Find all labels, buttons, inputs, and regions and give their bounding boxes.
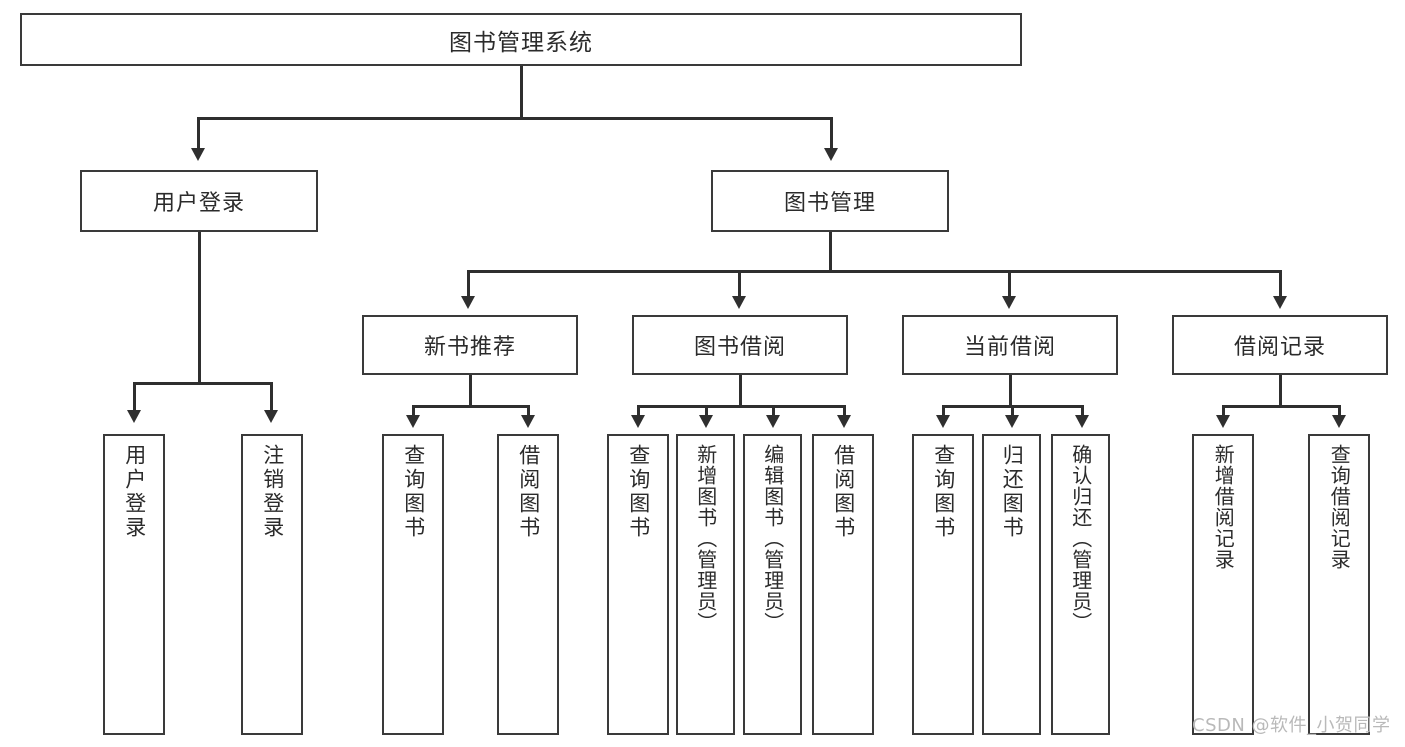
node-root-system[interactable]: 图书管理系统 [20, 13, 1022, 66]
leaf-label: 查询借阅记录 [1327, 444, 1352, 570]
node-user-login[interactable]: 用户登录 [80, 170, 318, 232]
node-new-book-recommend[interactable]: 新书推荐 [362, 315, 578, 375]
arrowhead-user-login [191, 148, 205, 161]
leaf-bb-edit-book[interactable]: 编辑图书（管理员） [743, 434, 802, 735]
arrowhead-cb-confirm-return [1075, 415, 1089, 428]
connector-root-bus [197, 117, 832, 120]
leaf-label: 注销登录 [260, 444, 285, 540]
arrowhead-leaf-user-login [127, 410, 141, 423]
arrowhead-current-borrow [1002, 296, 1016, 309]
leaf-label: 用户登录 [122, 444, 147, 540]
node-book-borrow[interactable]: 图书借阅 [632, 315, 848, 375]
node-book-manage[interactable]: 图书管理 [711, 170, 949, 232]
connector-user-login-bus [133, 382, 270, 385]
leaf-label: 新增借阅记录 [1211, 444, 1236, 570]
arrowhead-nb-query-book [406, 415, 420, 428]
connector-level2-drop-2 [738, 270, 741, 298]
connector-new-book-stem [469, 375, 472, 407]
connector-bb-drop-3 [772, 405, 775, 417]
connector-root-to-book-manage [830, 117, 833, 150]
leaf-cb-query-book[interactable]: 查询图书 [912, 434, 974, 735]
connector-user-login-drop-1 [133, 382, 136, 412]
leaf-label: 查询图书 [401, 444, 426, 540]
arrowhead-cb-query-book [936, 415, 950, 428]
arrowhead-br-add-record [1216, 415, 1230, 428]
arrowhead-bb-borrow-book [837, 415, 851, 428]
connector-book-borrow-bus [637, 405, 844, 408]
connector-level2-bus [467, 270, 1280, 273]
arrowhead-br-query-record [1332, 415, 1346, 428]
node-label: 图书管理系统 [449, 29, 593, 56]
node-label: 图书管理 [783, 191, 876, 216]
connector-level2-drop-3 [1008, 270, 1011, 298]
connector-user-login-drop-2 [270, 382, 273, 412]
leaf-bb-add-book[interactable]: 新增图书（管理员） [676, 434, 735, 735]
leaf-user-login[interactable]: 用户登录 [103, 434, 165, 735]
connector-level2-drop-4 [1279, 270, 1282, 298]
connector-book-borrow-stem [739, 375, 742, 407]
connector-new-book-bus [412, 405, 527, 408]
leaf-nb-query-book[interactable]: 查询图书 [382, 434, 444, 735]
arrowhead-nb-borrow-book [521, 415, 535, 428]
connector-cb-drop-3 [1081, 405, 1084, 417]
node-label: 用户登录 [152, 191, 245, 216]
node-label: 新书推荐 [423, 335, 516, 360]
leaf-bb-borrow-book[interactable]: 借阅图书 [812, 434, 874, 735]
leaf-cb-confirm-return[interactable]: 确认归还（管理员） [1051, 434, 1110, 735]
connector-root-stem [520, 66, 523, 119]
leaf-br-add-record[interactable]: 新增借阅记录 [1192, 434, 1254, 735]
node-current-borrow[interactable]: 当前借阅 [902, 315, 1118, 375]
leaf-label: 借阅图书 [831, 444, 856, 540]
arrowhead-book-borrow [732, 296, 746, 309]
connector-book-manage-stem [829, 232, 832, 272]
connector-cb-drop-1 [942, 405, 945, 417]
connector-br-drop-2 [1338, 405, 1341, 417]
leaf-label: 编辑图书（管理员） [760, 444, 785, 633]
csdn-watermark: CSDN @软件_小贺同学 [1192, 715, 1391, 736]
connector-level2-drop-1 [467, 270, 470, 298]
connector-br-drop-1 [1222, 405, 1225, 417]
arrowhead-borrow-record [1273, 296, 1287, 309]
connector-new-book-drop-1 [412, 405, 415, 417]
arrowhead-leaf-logout [264, 410, 278, 423]
arrowhead-book-manage [824, 148, 838, 161]
arrowhead-bb-edit-book [766, 415, 780, 428]
connector-root-to-user-login [197, 117, 200, 150]
node-label: 图书借阅 [693, 335, 786, 360]
arrowhead-bb-add-book [699, 415, 713, 428]
connector-borrow-record-stem [1279, 375, 1282, 407]
connector-bb-drop-2 [705, 405, 708, 417]
connector-bb-drop-1 [637, 405, 640, 417]
leaf-cb-return-book[interactable]: 归还图书 [982, 434, 1041, 735]
leaf-label: 借阅图书 [516, 444, 541, 540]
connector-borrow-record-bus [1222, 405, 1338, 408]
node-label: 借阅记录 [1233, 335, 1326, 360]
leaf-bb-query-book[interactable]: 查询图书 [607, 434, 669, 735]
node-borrow-record[interactable]: 借阅记录 [1172, 315, 1388, 375]
leaf-nb-borrow-book[interactable]: 借阅图书 [497, 434, 559, 735]
leaf-label: 确认归还（管理员） [1068, 444, 1093, 633]
arrowhead-cb-return-book [1005, 415, 1019, 428]
node-label: 当前借阅 [963, 335, 1056, 360]
connector-cb-drop-2 [1011, 405, 1014, 417]
connector-user-login-stem [198, 232, 201, 384]
arrowhead-bb-query-book [631, 415, 645, 428]
connector-current-borrow-stem [1009, 375, 1012, 407]
leaf-label: 新增图书（管理员） [693, 444, 718, 633]
connector-bb-drop-4 [843, 405, 846, 417]
connector-new-book-drop-2 [527, 405, 530, 417]
leaf-label: 归还图书 [1000, 444, 1025, 540]
arrowhead-new-book-recommend [461, 296, 475, 309]
leaf-logout[interactable]: 注销登录 [241, 434, 303, 735]
leaf-br-query-record[interactable]: 查询借阅记录 [1308, 434, 1370, 735]
leaf-label: 查询图书 [931, 444, 956, 540]
leaf-label: 查询图书 [626, 444, 651, 540]
